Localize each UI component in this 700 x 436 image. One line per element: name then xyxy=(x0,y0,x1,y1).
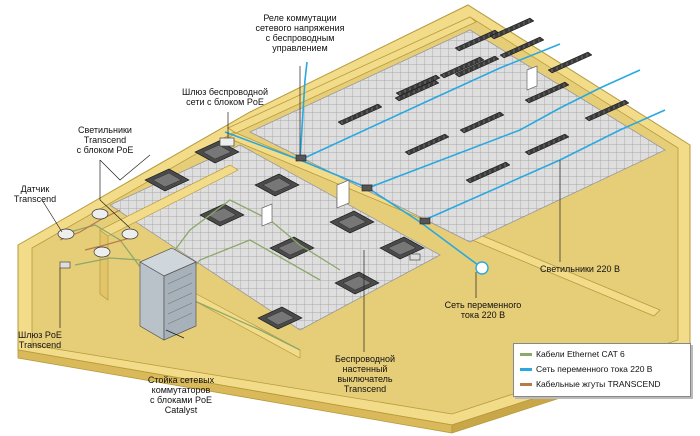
label-poe-gateway: Шлюз PoE Transcend xyxy=(18,330,62,350)
linear-light xyxy=(465,161,511,184)
leader-lines xyxy=(41,66,561,352)
label-ac-network: Сеть переменного тока 220 В xyxy=(444,300,522,320)
switch-rack xyxy=(139,247,197,341)
wall-switch-device xyxy=(409,253,421,261)
poe-lights xyxy=(144,140,425,330)
poe-light-fixture xyxy=(194,140,240,164)
poe-light-fixture xyxy=(257,306,303,330)
label-wireless-gateway: Шлюз беспроводной сети с блоком PoE xyxy=(181,87,269,107)
linear-light xyxy=(439,56,485,79)
relay-devices xyxy=(295,154,431,225)
legend-swatch-ethernet xyxy=(520,352,532,356)
label-sensor: Датчик Transcend xyxy=(13,184,57,204)
linear-light xyxy=(459,111,505,134)
label-switch-rack: Стойка сетевых коммутаторов с блоками Po… xyxy=(147,375,215,415)
right-room-floor xyxy=(249,29,666,243)
linear-light xyxy=(524,133,570,156)
linear-light xyxy=(499,36,545,59)
legend-swatch-ac xyxy=(520,367,532,371)
linear-lights-220 xyxy=(337,17,630,184)
legend-item-ethernet: Кабели Ethernet CAT 6 xyxy=(520,349,625,359)
legend-label-ac: Сеть переменного тока 220 В xyxy=(536,364,653,374)
legend-item-ac: Сеть переменного тока 220 В xyxy=(520,364,652,374)
linear-light xyxy=(524,81,570,104)
poe-light-fixture xyxy=(144,168,190,192)
poe-light-fixture xyxy=(329,210,375,234)
linear-light xyxy=(337,103,383,126)
linear-light xyxy=(454,55,500,78)
linear-light xyxy=(395,74,441,97)
linear-light xyxy=(584,99,630,122)
label-poe-lights: Светильники Transcend с блоком PoE xyxy=(76,125,134,155)
label-relay: Реле коммутации сетевого напряжения с бе… xyxy=(255,13,345,53)
legend-label-ethernet: Кабели Ethernet CAT 6 xyxy=(536,349,625,359)
wireless-gateway-device xyxy=(219,137,235,147)
poe-gateway-device xyxy=(59,261,71,269)
poe-light-fixture xyxy=(379,236,425,260)
label-wall-switch: Беспроводной настенный выключатель Trans… xyxy=(334,354,396,394)
legend-item-bundles: Кабельные жгуты TRANSCEND xyxy=(520,379,660,389)
legend: Кабели Ethernet CAT 6 Сеть переменного т… xyxy=(513,343,691,397)
poe-light-fixture xyxy=(199,203,245,227)
linear-light xyxy=(547,51,593,74)
linear-light xyxy=(404,133,450,156)
label-lights-220: Светильники 220 В xyxy=(540,264,620,274)
legend-swatch-bundles xyxy=(520,382,532,386)
linear-light xyxy=(489,17,535,40)
legend-label-bundles: Кабельные жгуты TRANSCEND xyxy=(536,379,661,389)
linear-light xyxy=(394,79,440,102)
poe-light-fixture xyxy=(254,173,300,197)
doors xyxy=(261,65,538,227)
